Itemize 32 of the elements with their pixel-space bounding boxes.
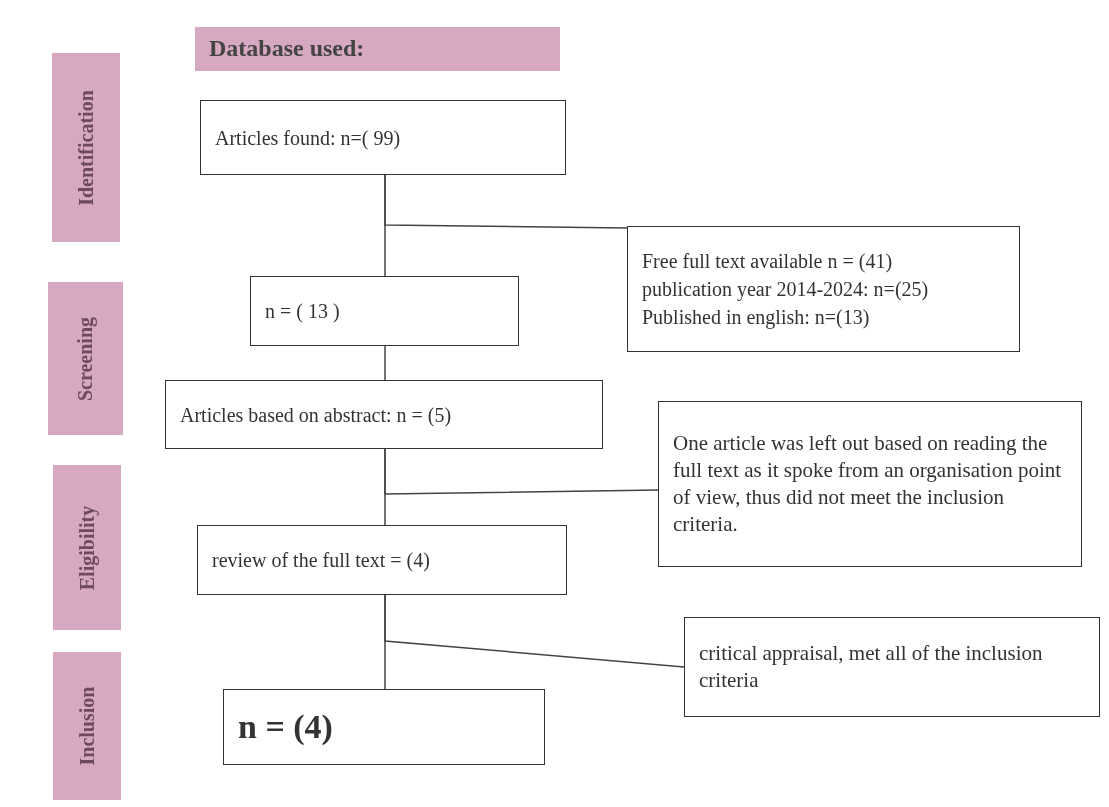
connector-line: [384, 345, 386, 381]
phase-label: Inclusion: [75, 686, 99, 766]
box-text: Database used:: [209, 34, 365, 64]
box-text: n = ( 13 ): [265, 299, 340, 324]
result-box: [223, 689, 545, 765]
box-text: Published in english: n=(13): [642, 305, 870, 331]
box-text: Articles based on abstract: n = (5): [180, 402, 452, 429]
process-box: [165, 380, 603, 449]
connector-line: [384, 174, 628, 229]
box-text: Articles found: n=( 99): [215, 125, 401, 152]
process-box: [200, 100, 566, 175]
phase-label: Screening: [73, 316, 98, 401]
title-banner: [195, 27, 560, 71]
exclusion-box: [627, 226, 1020, 352]
process-box: [250, 276, 519, 346]
phase-band: [53, 465, 121, 630]
box-text: review of the full text = (4): [212, 548, 430, 574]
box-text: n = (4): [238, 707, 333, 748]
phase-band: [52, 53, 120, 242]
box-text: Free full text available n = (41): [642, 249, 893, 275]
box-text: publication year 2014-2024: n=(25): [642, 277, 929, 303]
connector-line: [384, 594, 685, 668]
note-box: [684, 617, 1100, 717]
phase-band: [48, 282, 123, 435]
phase-label: Eligibility: [75, 505, 100, 590]
note-box: [658, 401, 1082, 567]
phase-band: [53, 652, 121, 800]
box-text: One article was left out based on reading the full text as it spoke from an organisation point of view, thus did not meet the inclusion criteria.: [673, 430, 1063, 538]
phase-label: Identification: [74, 89, 98, 206]
connector-line: [384, 448, 659, 495]
box-text: critical appraisal, met all of the inclusion criteria: [699, 640, 1044, 694]
process-box: [197, 525, 567, 595]
